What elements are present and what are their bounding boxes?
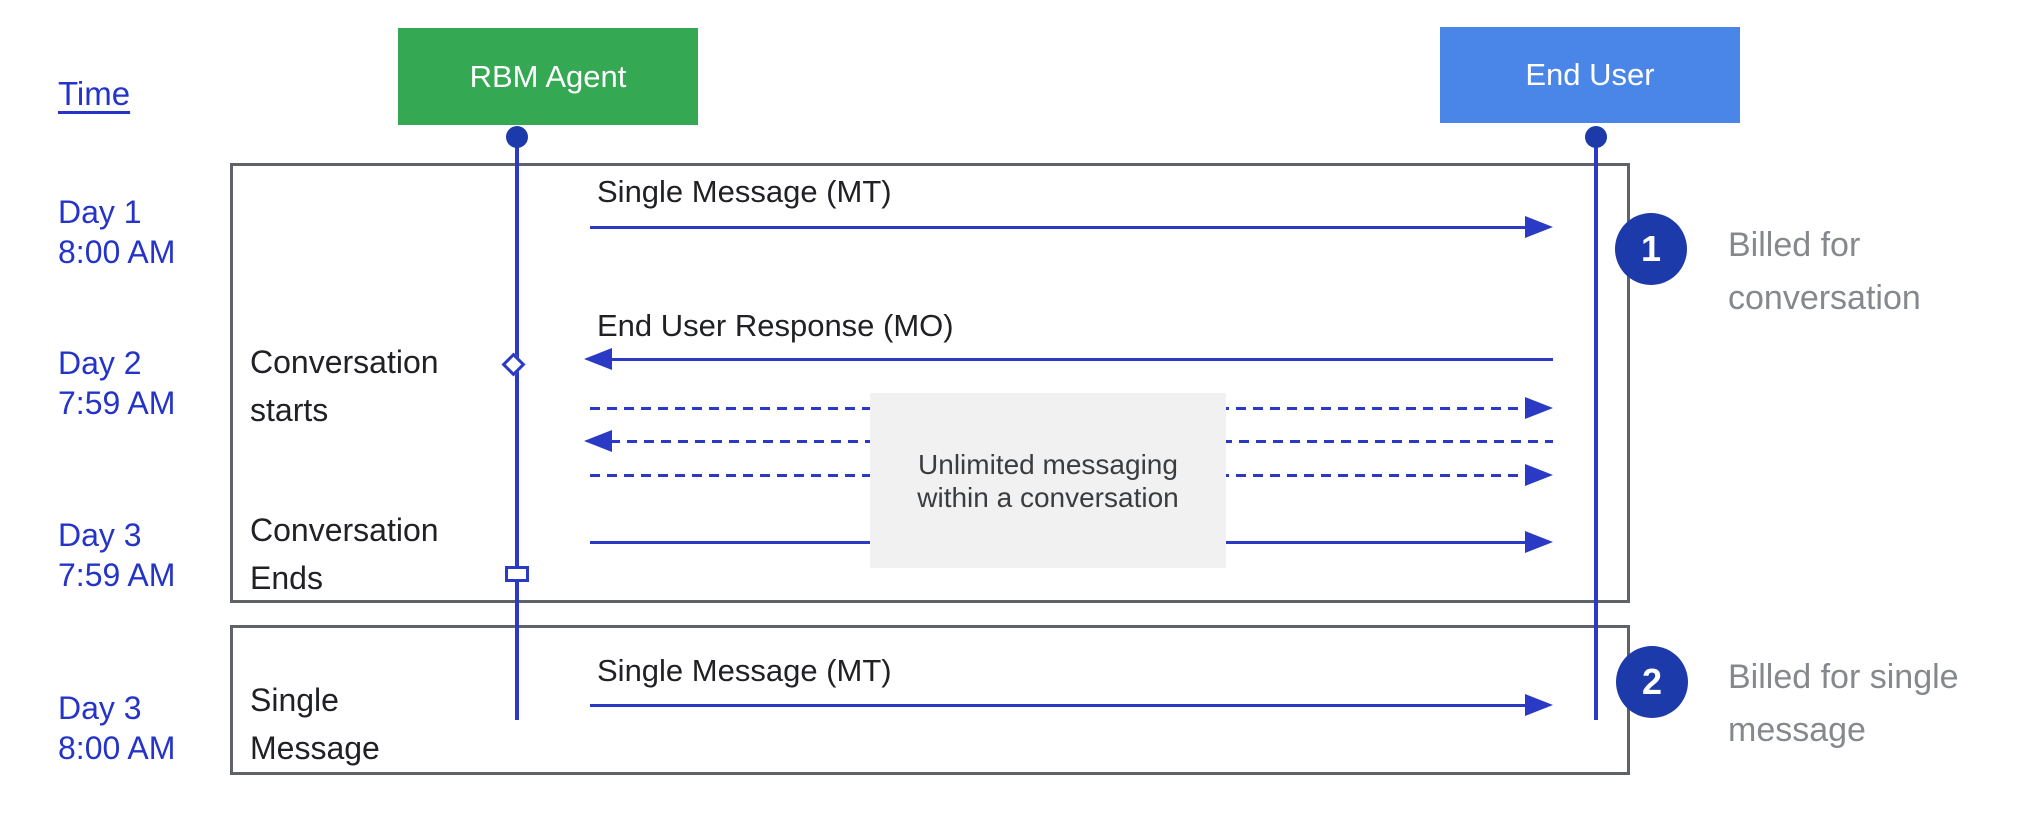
badge-number: 2	[1641, 661, 1663, 702]
badge-number: 1	[1640, 228, 1662, 269]
single-message-frame-label: Single Message	[250, 682, 380, 766]
arrow-line	[590, 226, 1527, 229]
timeline-entry-day3b: Day 3 8:00 AM	[58, 688, 175, 768]
unlimited-messaging-note: Unlimited messaging within a conversatio…	[870, 393, 1226, 568]
single-message-mt-label: Single Message (MT)	[597, 174, 892, 209]
rbm-agent-label: RBM Agent	[469, 58, 627, 94]
arrow-line	[590, 704, 1527, 707]
timeline-time: 8:00 AM	[58, 730, 176, 766]
billing-badge-1: 1	[1615, 213, 1687, 285]
timeline-day: Day 3	[58, 517, 142, 553]
rbm-lifeline	[515, 137, 519, 720]
arrow-head-right-icon	[1525, 464, 1553, 486]
end-user-lifeline	[1594, 137, 1598, 720]
timeline-entry-day3: Day 3 7:59 AM	[58, 515, 175, 595]
single-message-mt2-label: Single Message (MT)	[597, 653, 892, 688]
timeline-time: 7:59 AM	[58, 385, 176, 421]
timeline-entry-day2: Day 2 7:59 AM	[58, 343, 175, 423]
timeline-day: Day 1	[58, 194, 142, 230]
timeline-entry-day1: Day 1 8:00 AM	[58, 192, 175, 272]
conversation-ends-label: Conversation Ends	[250, 512, 439, 596]
mt-message-arrow	[584, 216, 1553, 238]
conversation-starts-label: Conversation starts	[250, 344, 439, 428]
billing-badge-2: 2	[1616, 646, 1688, 718]
end-user-label: End User	[1525, 57, 1655, 92]
time-column-header: Time	[58, 75, 131, 112]
single-message-mt2-arrow	[584, 694, 1553, 716]
rbm-lifeline-dot	[506, 126, 528, 148]
arrow-head-left-icon	[584, 430, 612, 452]
timeline-day: Day 3	[58, 690, 142, 726]
mo-response-arrow	[584, 348, 1553, 370]
billed-for-single-message-label: Billed for single message	[1728, 658, 1959, 749]
arrow-head-right-icon	[1525, 216, 1553, 238]
conversation-frame	[230, 163, 1630, 603]
billed-for-conversation-label: Billed for conversation	[1728, 226, 1921, 317]
timeline-time: 7:59 AM	[58, 557, 176, 593]
rbm-agent-actor-box: RBM Agent	[398, 28, 698, 125]
arrow-head-right-icon	[1525, 397, 1553, 419]
end-user-lifeline-dot	[1585, 126, 1607, 148]
arrow-line	[610, 358, 1553, 361]
arrow-head-right-icon	[1525, 694, 1553, 716]
arrow-head-right-icon	[1525, 531, 1553, 553]
conversation-end-marker	[505, 566, 529, 582]
end-user-actor-box: End User	[1440, 27, 1740, 123]
timeline-day: Day 2	[58, 345, 142, 381]
timeline-time: 8:00 AM	[58, 234, 176, 270]
end-user-response-mo-label: End User Response (MO)	[597, 308, 954, 343]
arrow-head-left-icon	[584, 348, 612, 370]
